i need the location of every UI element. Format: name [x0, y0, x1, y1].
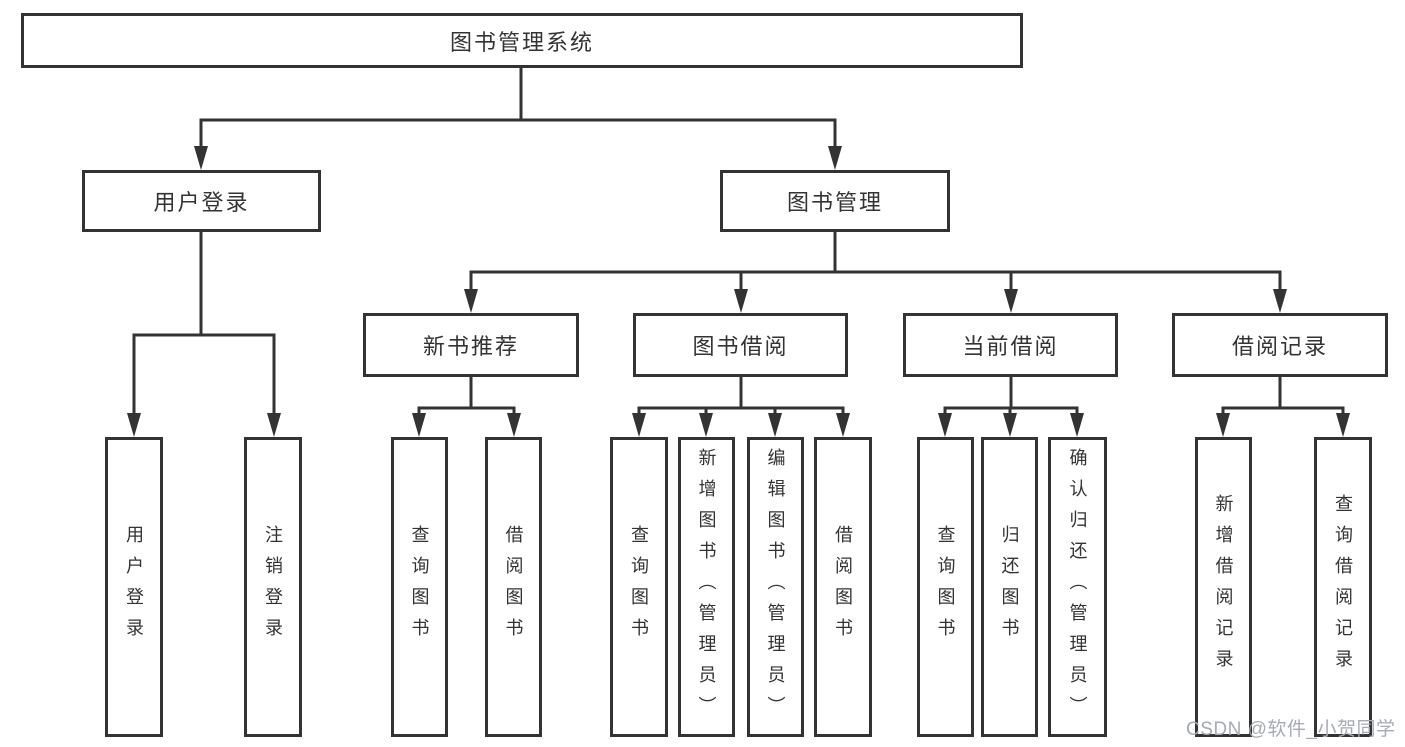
leaf-query-borrow-record: 查询借阅记录 [1314, 437, 1372, 737]
leaf-label: 归还图书 [999, 525, 1020, 649]
leaf-current-query-books: 查询图书 [917, 437, 974, 737]
leaf-confirm-return-admin: 确认归还（管理员） [1048, 437, 1107, 737]
node-label: 图书借阅 [692, 334, 789, 359]
node-new-book-recommend: 新书推荐 [363, 313, 579, 377]
leaf-borrow-query-books: 查询图书 [610, 437, 668, 737]
leaf-label: 新增图书（管理员） [696, 447, 717, 727]
node-user-login: 用户登录 [82, 170, 321, 232]
node-borrow-records: 借阅记录 [1172, 313, 1388, 377]
leaf-recommend-query-books: 查询图书 [391, 437, 448, 737]
leaf-label: 编辑图书（管理员） [765, 447, 786, 727]
node-current-borrow: 当前借阅 [903, 313, 1118, 377]
leaf-label: 注销登录 [263, 525, 283, 649]
node-label: 借阅记录 [1231, 334, 1328, 359]
leaf-label: 新增借阅记录 [1213, 494, 1234, 680]
leaf-user-login: 用户登录 [105, 437, 163, 737]
leaf-label: 用户登录 [124, 525, 144, 649]
node-label: 用户登录 [153, 190, 250, 215]
watermark-text: CSDN @软件_小贺同学 [1186, 719, 1396, 740]
node-book-borrow: 图书借阅 [633, 313, 848, 377]
node-library-system: 图书管理系统 [21, 13, 1023, 68]
node-label: 新书推荐 [422, 334, 519, 359]
leaf-add-borrow-record: 新增借阅记录 [1195, 437, 1252, 737]
leaf-edit-book-admin: 编辑图书（管理员） [747, 437, 804, 737]
node-label: 图书管理 [786, 190, 883, 215]
node-label: 图书管理系统 [449, 29, 594, 55]
leaf-label: 借阅图书 [833, 525, 853, 649]
leaf-label: 借阅图书 [503, 525, 524, 649]
leaf-add-book-admin: 新增图书（管理员） [678, 437, 735, 737]
leaf-return-books: 归还图书 [981, 437, 1038, 737]
node-label: 当前借阅 [962, 334, 1059, 359]
leaf-label: 查询图书 [629, 525, 649, 649]
leaf-logout: 注销登录 [244, 437, 302, 737]
leaf-label: 确认归还（管理员） [1067, 447, 1088, 727]
node-book-management: 图书管理 [720, 170, 950, 232]
leaf-recommend-borrow-books: 借阅图书 [485, 437, 542, 737]
leaf-label: 查询图书 [409, 525, 430, 649]
leaf-label: 查询图书 [935, 525, 956, 649]
leaf-borrow-books: 借阅图书 [814, 437, 872, 737]
leaf-label: 查询借阅记录 [1333, 494, 1353, 680]
